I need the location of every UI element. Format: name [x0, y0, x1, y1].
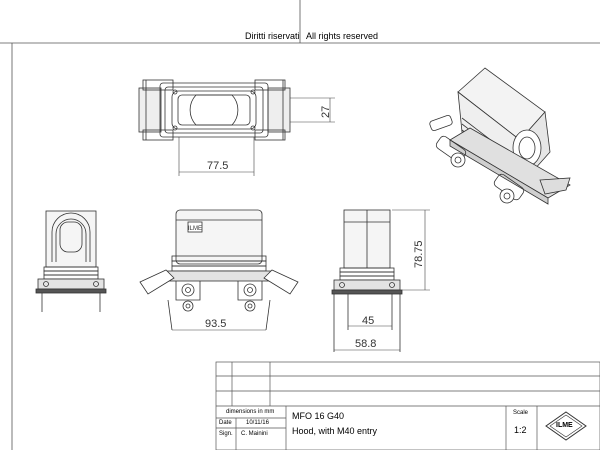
dimension-top-height: 27	[320, 105, 332, 118]
dimension-front-width: 93.5	[205, 318, 227, 330]
dimension-top-width: 77.5	[207, 160, 229, 172]
scale-label: Scale	[513, 410, 529, 416]
scale-value: 1:2	[514, 425, 527, 435]
dimension-side-height: 78.75	[413, 240, 425, 268]
dimension-side-outer-width: 58.8	[355, 338, 377, 350]
isometric-view	[429, 67, 571, 205]
title-block-grid	[215, 361, 600, 450]
top-view-dimension-lines	[178, 97, 335, 176]
dimension-side-inner-width: 45	[362, 315, 375, 327]
ilme-logo	[545, 411, 587, 441]
left-side-view	[35, 210, 107, 312]
units-note: dimensions in mm	[226, 409, 275, 415]
product-description: Hood, with M40 entry	[292, 426, 378, 436]
sign-label: Sign.	[219, 431, 233, 437]
front-view: ILME	[139, 209, 299, 331]
rights-reserved-english: All rights reserved	[306, 31, 379, 41]
rights-reserved-italian: Diritti riservati	[245, 31, 300, 41]
right-side-view	[331, 209, 403, 352]
right-side-dimension-lines	[334, 209, 430, 351]
svg-text:ILME: ILME	[188, 226, 202, 232]
top-view	[138, 79, 291, 141]
logo-text: ILME	[556, 422, 573, 429]
date-value: 10/11/16	[246, 420, 269, 426]
product-code: MFO 16 G40	[292, 411, 345, 421]
date-label: Date	[219, 420, 232, 426]
sign-value: C. Mainini	[241, 431, 268, 437]
